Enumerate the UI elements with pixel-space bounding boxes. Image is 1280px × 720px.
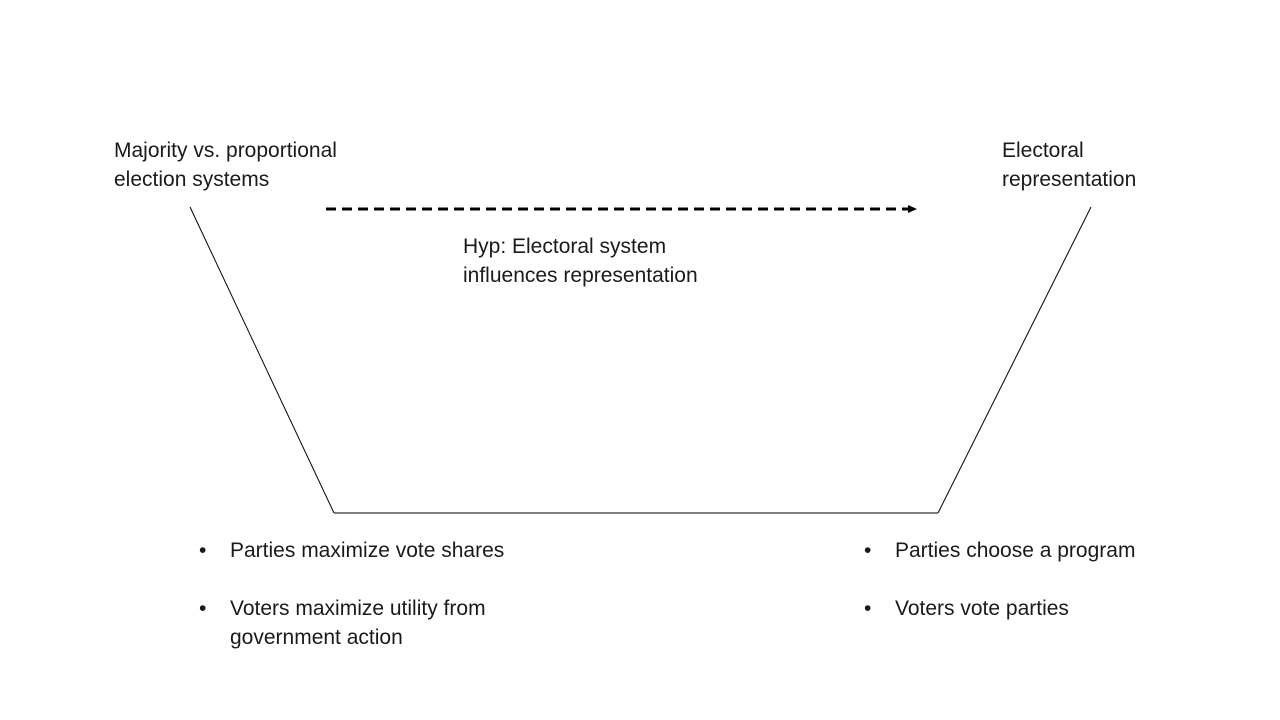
macro-cause-line-1: Majority vs. proportional xyxy=(114,139,337,162)
hypothesis-line-2: influences representation xyxy=(463,264,698,287)
list-item-text: government action xyxy=(230,626,403,649)
hypothesis-line-1: Hyp: Electoral system xyxy=(463,235,667,258)
list-item: Parties choose a program xyxy=(864,536,1135,565)
macro-outcome-line-1: Electoral xyxy=(1002,139,1084,162)
list-item: Parties maximize vote shares xyxy=(199,536,504,565)
micro-actions-list: Parties choose a program Voters vote par… xyxy=(864,536,1135,652)
macro-outcome-line-2: representation xyxy=(1002,168,1137,191)
hypothesis-label: Hyp: Electoral system influences represe… xyxy=(463,232,698,290)
micro-assumptions-list: Parties maximize vote shares Voters maxi… xyxy=(199,536,504,681)
connector-right-up xyxy=(937,206,1092,514)
list-item-text: Parties choose a program xyxy=(895,539,1136,562)
macro-outcome-label: Electoral representation xyxy=(1002,136,1136,194)
list-item: Voters vote parties xyxy=(864,594,1135,623)
connector-left-down xyxy=(189,206,335,514)
list-item-text: Voters maximize utility from xyxy=(230,597,486,620)
list-item: Voters maximize utility from government … xyxy=(199,594,504,652)
macro-cause-label: Majority vs. proportional election syste… xyxy=(114,136,337,194)
list-item-text: Parties maximize vote shares xyxy=(230,539,505,562)
list-item-text: Voters vote parties xyxy=(895,597,1069,620)
macro-cause-line-2: election systems xyxy=(114,168,270,191)
